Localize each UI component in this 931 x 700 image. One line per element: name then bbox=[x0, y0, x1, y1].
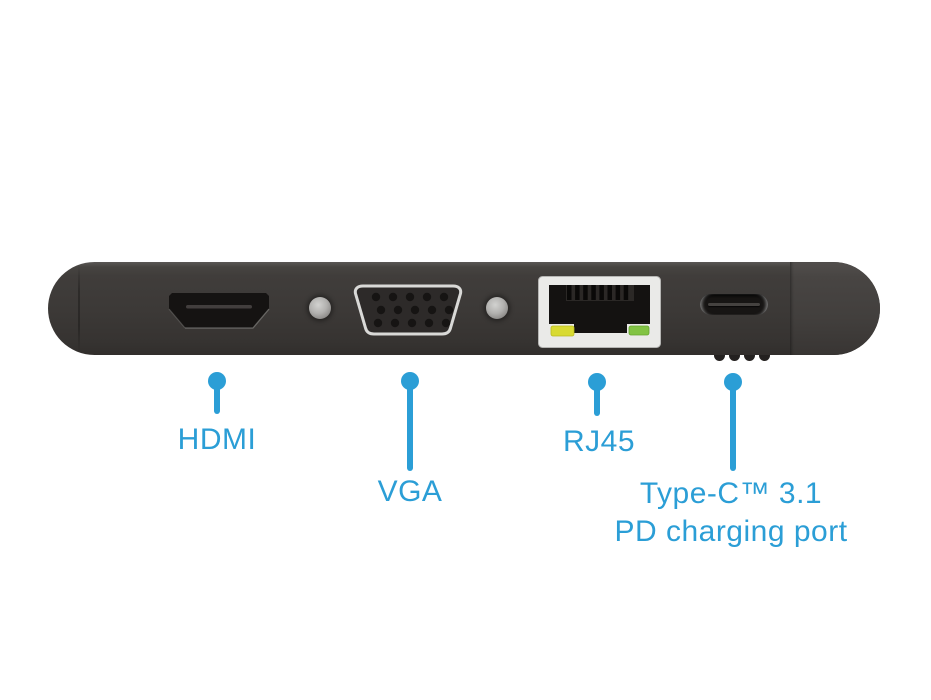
hdmi-port-shape bbox=[168, 293, 270, 329]
usbc-tongue bbox=[708, 303, 760, 306]
vga-callout-dot bbox=[401, 372, 419, 390]
vga-port-shape bbox=[353, 284, 463, 336]
typec-label-line1: Type-C™ 3.1 bbox=[639, 477, 823, 510]
typec-callout-stem bbox=[730, 386, 736, 471]
rj45-callout-dot bbox=[588, 373, 606, 391]
usbc-port bbox=[700, 294, 768, 315]
nub-layer bbox=[48, 262, 880, 361]
vga-callout-stem bbox=[407, 385, 413, 471]
typec-label: Type-C™ 3.1 PD charging port bbox=[591, 475, 871, 551]
rj45-pins bbox=[567, 285, 629, 300]
typec-label-line2: PD charging port bbox=[614, 515, 848, 548]
vga-pin-holes bbox=[371, 292, 454, 328]
rj45-port-shape bbox=[538, 276, 661, 348]
rj45-callout-stem bbox=[594, 386, 600, 416]
rj45-port bbox=[538, 276, 661, 348]
typec-callout-dot bbox=[724, 373, 742, 391]
hub-device-body bbox=[48, 262, 880, 355]
vga-port bbox=[352, 284, 464, 336]
hdmi-port bbox=[168, 292, 270, 329]
hdmi-label: HDMI bbox=[177, 423, 257, 456]
grip-nub bbox=[744, 350, 755, 361]
grip-nub bbox=[759, 350, 770, 361]
grip-nub bbox=[729, 350, 740, 361]
device-seam bbox=[78, 264, 80, 353]
rj45-led-yellow bbox=[550, 325, 575, 337]
screw bbox=[486, 297, 508, 319]
hdmi-callout-dot bbox=[208, 372, 226, 390]
screw bbox=[309, 297, 331, 319]
rj45-label: RJ45 bbox=[562, 425, 636, 458]
rj45-led-green bbox=[628, 325, 650, 336]
vga-label: VGA bbox=[377, 475, 443, 508]
hdmi-callout-stem bbox=[214, 385, 220, 414]
device-end-cap bbox=[790, 262, 880, 355]
grip-nub bbox=[714, 350, 725, 361]
